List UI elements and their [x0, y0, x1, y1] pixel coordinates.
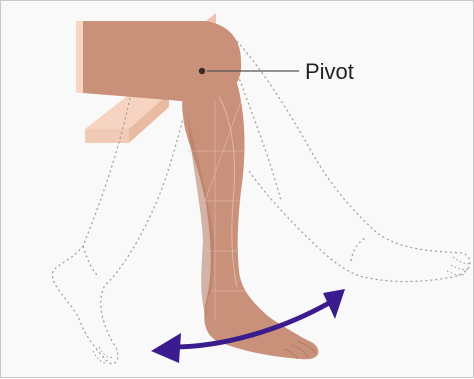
thigh	[83, 21, 241, 101]
pivot-dot	[199, 68, 205, 74]
pivot-label: Pivot	[305, 59, 354, 85]
